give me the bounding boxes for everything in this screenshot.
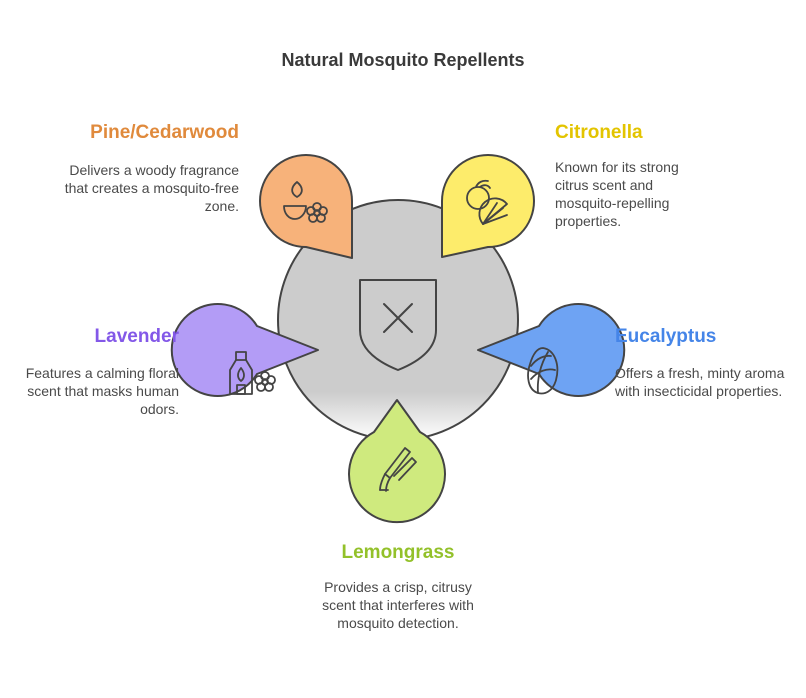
drop-eucalyptus [477, 303, 626, 397]
candle-flower-icon [283, 181, 328, 223]
shield-x-icon [359, 279, 437, 371]
diagram-title: Natural Mosquito Repellents [281, 50, 525, 70]
heading-lemongrass: Lemongrass [341, 542, 455, 563]
heading-citronella: Citronella [555, 122, 643, 143]
drop-citronella [441, 154, 535, 258]
leaf-icon [527, 347, 559, 395]
description-citronella: Known for its strong citrus scent and mo… [555, 159, 679, 229]
heading-pine: Pine/Cedarwood [90, 122, 239, 143]
description-pine: Delivers a woody fragrance that creates … [64, 162, 239, 214]
grass-stalk-icon [379, 447, 417, 492]
description-lemongrass: Provides a crisp, citrusy scent that int… [322, 579, 474, 631]
description-lavender: Features a calming floral scent that mas… [25, 365, 179, 417]
heading-lavender: Lavender [94, 326, 179, 347]
heading-eucalyptus: Eucalyptus [615, 326, 717, 347]
oil-diffuser-icon [229, 351, 276, 395]
citrus-icon [466, 179, 508, 225]
description-eucalyptus: Offers a fresh, minty aroma with insecti… [615, 365, 785, 399]
drop-lemongrass [348, 399, 446, 524]
